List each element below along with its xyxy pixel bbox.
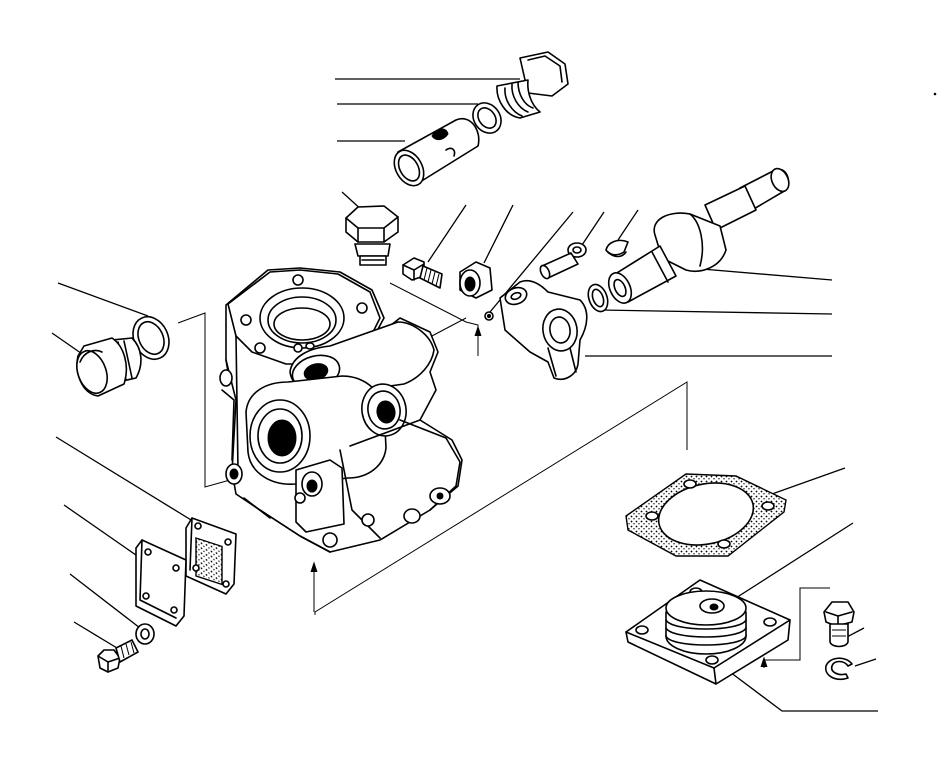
snap-ring-icon bbox=[587, 283, 609, 313]
shaft-icon bbox=[607, 167, 790, 304]
hex-plug-icon bbox=[345, 205, 399, 266]
gasket-icon bbox=[625, 473, 787, 557]
key-icon bbox=[605, 239, 629, 258]
retaining-ring-icon bbox=[825, 657, 853, 681]
leader-line bbox=[55, 436, 197, 524]
leader-line bbox=[854, 658, 877, 667]
pin-icon bbox=[539, 242, 587, 280]
leader-line bbox=[617, 209, 639, 241]
housing-icon bbox=[219, 267, 463, 553]
leader-line bbox=[69, 573, 141, 629]
scan-dot bbox=[933, 92, 937, 96]
o-ring-icon bbox=[472, 102, 502, 134]
leader-line bbox=[729, 671, 878, 712]
lever-icon bbox=[484, 279, 588, 380]
leader-line bbox=[483, 204, 514, 264]
plate-icon bbox=[135, 539, 187, 627]
assembly-lines bbox=[177, 282, 830, 668]
leader-line bbox=[63, 504, 147, 563]
bolt-icon bbox=[97, 639, 139, 673]
leader-line bbox=[57, 282, 149, 317]
nut-icon bbox=[459, 261, 493, 299]
assembly-line bbox=[314, 381, 688, 615]
washer-icon bbox=[135, 623, 155, 645]
bolt-icon bbox=[823, 601, 855, 648]
assembly-line bbox=[429, 317, 467, 338]
leader-line bbox=[579, 211, 605, 249]
arrow-head bbox=[310, 561, 318, 573]
screen-icon bbox=[185, 517, 237, 595]
bolt-icon bbox=[402, 257, 443, 289]
arrow-head bbox=[760, 656, 768, 668]
cover-icon bbox=[625, 579, 791, 685]
leader-line bbox=[727, 522, 854, 604]
plug-icon bbox=[76, 337, 142, 397]
sleeve-icon bbox=[393, 117, 480, 187]
leader-line bbox=[427, 204, 467, 263]
leader-line bbox=[73, 621, 118, 649]
leader-line bbox=[689, 267, 833, 281]
leader-line bbox=[599, 309, 833, 315]
assembly-line bbox=[389, 282, 479, 356]
assembly-line bbox=[177, 312, 231, 488]
hex-plug-icon bbox=[496, 51, 569, 119]
arrow-head bbox=[474, 325, 482, 337]
